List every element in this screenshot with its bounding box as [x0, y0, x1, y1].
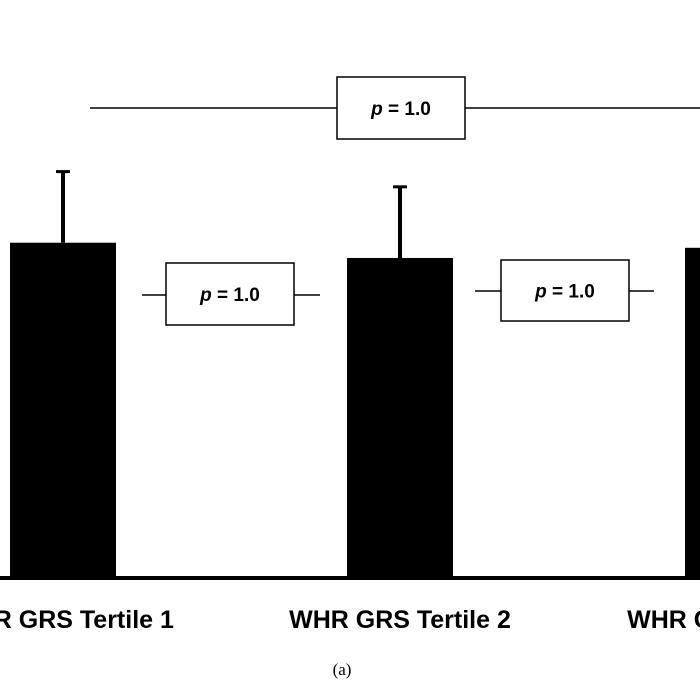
p-value-label: p = 1.0 — [199, 285, 260, 306]
p-value-label: p = 1.0 — [534, 282, 595, 303]
category-label-2: WHR GRS Tertile 2 — [289, 606, 511, 634]
comparison-1: p = 1.0 — [142, 262, 320, 326]
bars-layer — [10, 170, 700, 579]
comparison-brackets: p = 1.0 p = 1.0 p = 1.0 — [90, 76, 700, 326]
bar-tertile-2 — [347, 257, 453, 578]
p-value-box — [165, 262, 295, 326]
category-label-1: WHR GRS Tertile 1 — [0, 606, 174, 634]
p-value-box — [336, 76, 466, 140]
figure-caption: (a) — [333, 660, 352, 679]
comparison-3: p = 1.0 — [90, 76, 700, 140]
category-labels: WHR GRS Tertile 1 WHR GRS Tertile 2 WHR GR… — [0, 606, 700, 634]
bar-tertile-1 — [10, 242, 116, 578]
category-label-3: WHR GRS Tertile 3 — [627, 606, 700, 634]
comparison-2: p = 1.0 — [475, 259, 654, 322]
bar-tertile-3 — [685, 247, 700, 579]
p-value-label: p = 1.0 — [370, 99, 431, 120]
p-value-box — [500, 259, 630, 322]
